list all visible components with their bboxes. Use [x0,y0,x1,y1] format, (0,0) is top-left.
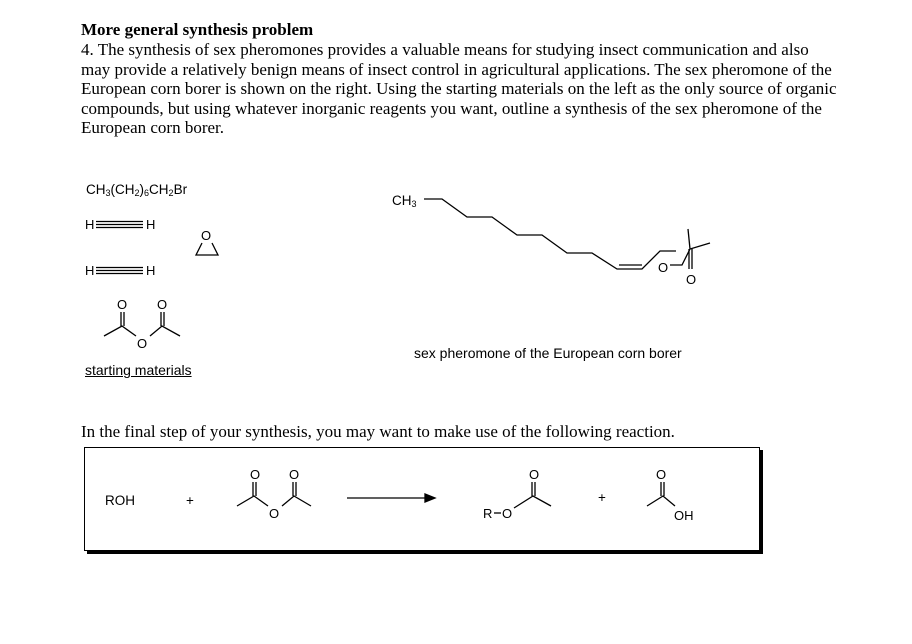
anhydride-carbonyl-oxygen-right: O [157,297,167,312]
pheromone-structure: O O [424,198,711,287]
anhydride-carbonyl-oxygen-left: O [117,297,127,312]
acetylene-2-left-h: H [85,263,94,278]
pheromone-carbonyl-oxygen: O [686,272,696,287]
problem-title: More general synthesis problem [81,20,314,39]
alkyl-bromide-formula: CH3(CH2)6CH2Br [86,182,188,198]
pheromone-caption: sex pheromone of the European corn borer [414,345,682,361]
pheromone-ester-oxygen: O [658,260,668,275]
ester-product-structure: R O O [483,467,552,521]
acetic-acid-carbonyl-oxygen: O [656,467,666,482]
acetic-acid-structure: O OH [646,467,694,523]
acetic-anhydride-structure: O O O [103,297,181,351]
reactant-roh: ROH [105,493,135,508]
starting-materials-caption: starting materials [85,362,192,378]
ethylene-oxide-structure: O [194,228,220,256]
pheromone-methyl-label: CH3 [392,193,417,209]
plus-sign-2: + [598,490,606,505]
anhydride-bridge-oxygen: O [137,336,147,351]
reaction-anhydride-oxygen-right: O [289,467,299,482]
reaction-arrow [347,493,437,503]
plus-sign-1: + [186,493,194,508]
acetylene-2-right-h: H [146,263,155,278]
ester-product-carbonyl-oxygen: O [529,467,539,482]
ester-product-oxygen: O [502,506,512,521]
reaction-box: ROH + O O O R O O + O OH [84,447,760,551]
reaction-anhydride-oxygen-left: O [250,467,260,482]
epoxide-oxygen-label: O [201,228,211,243]
acetylene-structure-2: H H [85,263,155,278]
final-step-text: In the final step of your synthesis, you… [81,422,675,441]
problem-text: 4. The synthesis of sex pheromones provi… [81,40,837,138]
ester-product-r: R [483,506,492,521]
acetylene-1-right-h: H [146,217,155,232]
acetylene-structure-1: H H [85,217,155,232]
acetylene-1-left-h: H [85,217,94,232]
reaction-anhydride-structure: O O O [236,467,312,521]
acetic-acid-hydroxyl: OH [674,508,694,523]
reaction-anhydride-bridge-oxygen: O [269,506,279,521]
